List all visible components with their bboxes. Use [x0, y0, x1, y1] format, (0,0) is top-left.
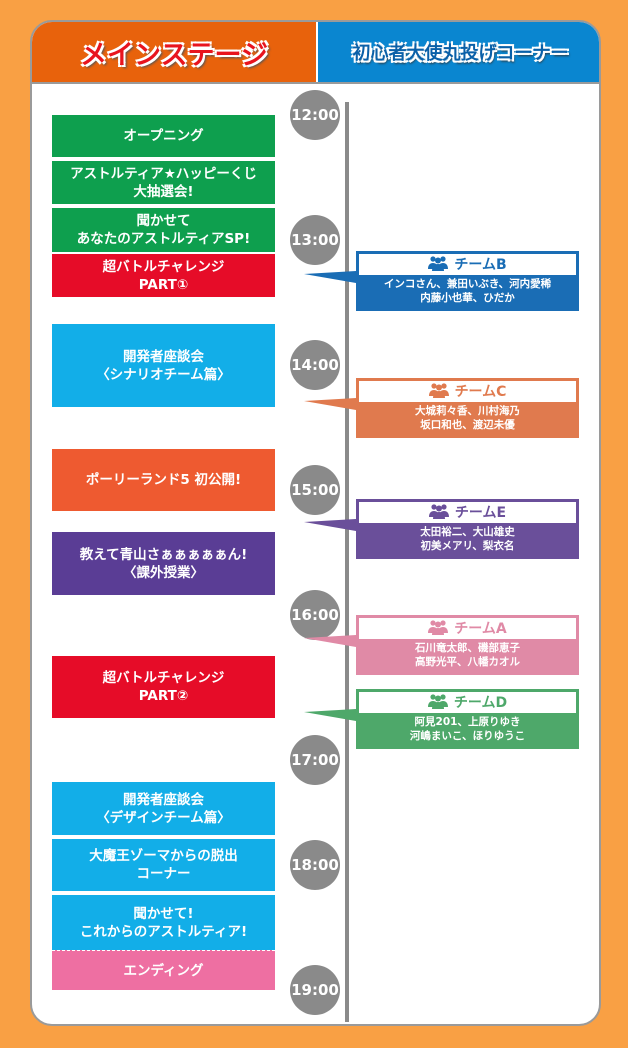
event-title-line: コーナー — [136, 866, 191, 882]
main-stage-event: 大魔王ゾーマからの脱出コーナー — [52, 839, 275, 891]
main-stage-event: ポーリーランド5 初公開! — [52, 449, 275, 511]
people-icon — [428, 255, 449, 274]
team-members: 内藤小也華、ひだか — [420, 292, 515, 304]
main-stage-event: 開発者座談会〈シナリオチーム篇〉 — [52, 324, 275, 407]
event-title-line: 大魔王ゾーマからの脱出 — [89, 848, 238, 864]
time-marker: 18:00 — [290, 840, 340, 890]
team-name: チームC — [454, 383, 507, 400]
team-name: チームA — [454, 620, 507, 637]
main-stage-event: 教えて青山さぁぁぁぁぁん!〈課外授業〉 — [52, 532, 275, 595]
team-members: 阿見201、上原りゆき — [414, 716, 521, 728]
time-marker: 13:00 — [290, 215, 340, 265]
event-title-line: 〈デザインチーム篇〉 — [96, 809, 231, 826]
event-title-line: ポーリーランド5 初公開! — [85, 472, 242, 488]
event-title-line: 超バトルチャレンジ — [102, 258, 225, 275]
main-stage-event: 開発者座談会〈デザインチーム篇〉 — [52, 782, 275, 835]
main-stage-header: メインステージ — [32, 22, 316, 82]
team-card: チームB インコさん、兼田いぶき、河内愛稀内藤小也華、ひだか — [304, 251, 579, 311]
team-name: チームE — [454, 504, 507, 521]
team-card: チームA 石川竜太郎、磯部恵子高野光平、八幡カオル — [304, 615, 579, 675]
team-name: チームB — [454, 256, 507, 273]
time-marker: 12:00 — [290, 90, 340, 140]
team-name: チームD — [453, 694, 508, 711]
team-members: 大城莉々香、川村海乃 — [415, 405, 520, 417]
team-members: 高野光平、八幡カオル — [415, 656, 520, 668]
team-card: チームE 太田裕二、大山雄史初美メアリ、梨衣名 — [304, 499, 579, 559]
team-card: チームD 阿見201、上原りゆき河嶋まいこ、ほりゆうこ — [304, 689, 579, 749]
callout-pointer — [304, 635, 356, 647]
event-title-line: 聞かせて! — [133, 905, 194, 922]
team-members: 石川竜太郎、磯部恵子 — [415, 642, 520, 654]
team-members: 河嶋まいこ、ほりゆうこ — [409, 730, 526, 742]
event-title-line: 〈課外授業〉 — [123, 564, 204, 581]
main-stage-event: アストルティア★ハッピーくじ大抽選会! — [52, 161, 275, 204]
event-title-line: PART① — [138, 276, 189, 293]
team-members: 坂口和也、渡辺未優 — [420, 419, 515, 431]
team-members: 太田裕二、大山雄史 — [420, 526, 515, 538]
callout-pointer — [304, 398, 356, 410]
team-members: 初美メアリ、梨衣名 — [420, 540, 515, 552]
time-marker: 15:00 — [290, 465, 340, 515]
people-icon — [428, 503, 449, 522]
people-icon — [428, 619, 449, 638]
main-stage-event: 聞かせてあなたのアストルティアSP! — [52, 208, 275, 252]
main-stage-event: エンディング — [52, 950, 275, 990]
event-title-line: PART② — [138, 688, 189, 704]
callout-pointer — [304, 709, 356, 721]
main-stage-event: 聞かせて!これからのアストルティア! — [52, 895, 275, 950]
people-icon — [427, 693, 448, 712]
event-title-line: 開発者座談会 — [123, 348, 204, 365]
beginner-corner-header: 初心者大使丸投げコーナー — [318, 22, 599, 82]
main-stage-event: オープニング — [52, 115, 275, 157]
event-title-line: これからのアストルティア! — [79, 923, 248, 940]
event-title-line: 超バトルチャレンジ — [102, 670, 225, 686]
event-title-line: 大抽選会! — [133, 183, 194, 200]
callout-pointer — [304, 519, 356, 531]
timeline-line — [345, 102, 349, 1022]
people-icon — [428, 382, 449, 401]
time-marker: 17:00 — [290, 735, 340, 785]
event-title-line: 教えて青山さぁぁぁぁぁん! — [79, 546, 248, 563]
main-stage-event: 超バトルチャレンジ PART② — [52, 656, 275, 718]
time-marker: 14:00 — [290, 340, 340, 390]
event-title-line: 聞かせて — [136, 213, 191, 229]
team-card: チームC 大城莉々香、川村海乃坂口和也、渡辺未優 — [304, 378, 579, 438]
time-marker: 16:00 — [290, 590, 340, 640]
event-title-line: 開発者座談会 — [123, 791, 204, 808]
event-title-line: あなたのアストルティアSP! — [76, 231, 251, 247]
time-marker: 19:00 — [290, 965, 340, 1015]
event-title-line: 〈シナリオチーム篇〉 — [96, 366, 231, 383]
event-title-line: オープニング — [123, 128, 204, 144]
callout-pointer — [304, 271, 356, 283]
event-title-line: アストルティア★ハッピーくじ — [70, 165, 257, 182]
event-title-line: エンディング — [123, 962, 204, 979]
header-divider — [32, 82, 599, 84]
team-members: インコさん、兼田いぶき、河内愛稀 — [383, 278, 552, 290]
